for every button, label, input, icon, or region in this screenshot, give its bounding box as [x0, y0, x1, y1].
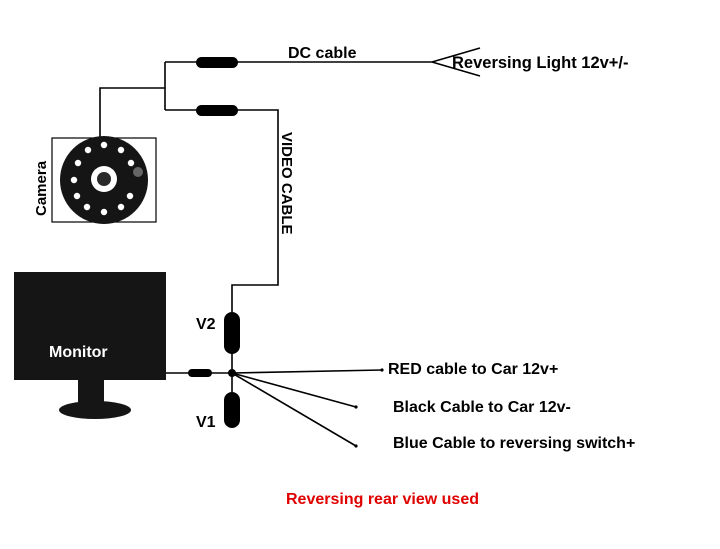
dc-connector [196, 57, 238, 68]
camera-label: Camera [33, 160, 50, 216]
reversing-light-label: Reversing Light 12v+/- [452, 54, 629, 72]
monitor-label: Monitor [49, 344, 108, 361]
red-cable-wire [231, 369, 383, 374]
video-cable-label: VIDEO CABLE [278, 132, 295, 235]
blue-cable-label: Blue Cable to reversing switch+ [393, 435, 635, 452]
black-cable-end [354, 405, 358, 409]
red-cable-end [380, 368, 384, 372]
monitor-connector [188, 369, 212, 377]
fork-wire-top [431, 47, 481, 63]
v1-connector [224, 392, 240, 428]
video-connector [196, 105, 238, 116]
video-cable-wire [165, 109, 279, 312]
camera-icon [51, 136, 157, 224]
junction-dot [228, 369, 236, 377]
dc-cable-label: DC cable [288, 45, 357, 62]
camera-stem-wire [99, 87, 165, 138]
red-cable-label: RED cable to Car 12v+ [388, 361, 558, 378]
caption: Reversing rear view used [286, 491, 479, 508]
wires [99, 47, 481, 447]
v2-label: V2 [196, 316, 216, 333]
v1-label: V1 [196, 414, 216, 431]
fork-wire-bottom [431, 61, 481, 77]
black-cable-label: Black Cable to Car 12v- [393, 399, 571, 416]
black-cable-wire [231, 372, 357, 408]
connectors [188, 57, 384, 448]
blue-cable-wire [231, 372, 357, 447]
v2-connector [224, 312, 240, 354]
monitor-icon [14, 272, 166, 419]
blue-cable-end [354, 444, 358, 448]
